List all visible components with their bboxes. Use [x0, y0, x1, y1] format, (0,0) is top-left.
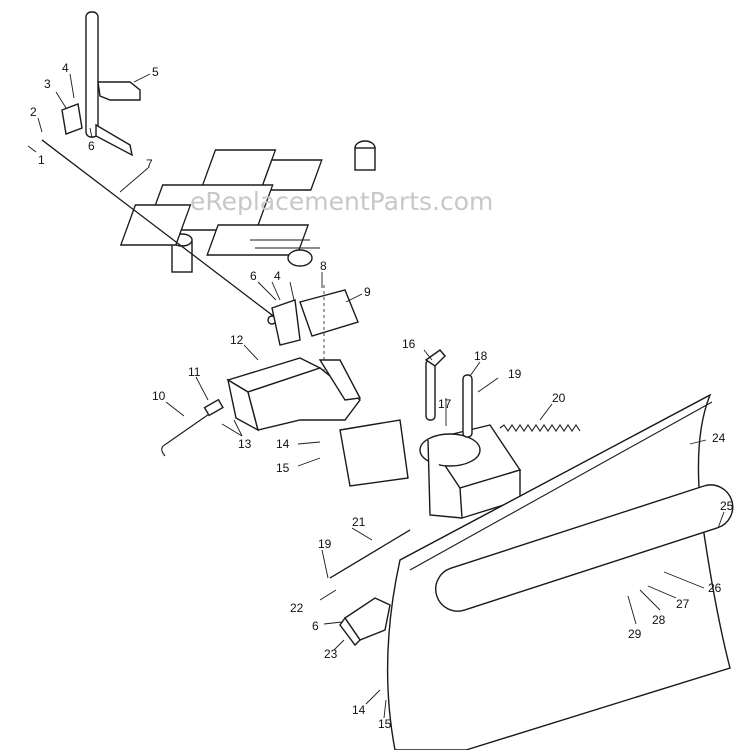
callout-15: 15: [378, 717, 392, 731]
callout-6: 6: [250, 269, 257, 283]
callout-25: 25: [720, 499, 734, 513]
callout-14: 14: [276, 437, 290, 451]
callout-20: 20: [552, 391, 566, 405]
hinge-rod: [329, 529, 411, 579]
push-frame: [226, 357, 409, 487]
callout-4: 4: [274, 269, 281, 283]
leader-lines: [27, 73, 725, 719]
callout-7: 7: [146, 157, 153, 171]
callout-13: 13: [238, 437, 252, 451]
lift-lever: [61, 11, 141, 157]
callout-3: 3: [44, 77, 51, 91]
callout-22: 22: [290, 601, 304, 615]
callout-16: 16: [402, 337, 416, 351]
callout-27: 27: [676, 597, 690, 611]
plow-blade: [386, 393, 734, 750]
callout-21: 21: [352, 515, 366, 529]
callout-6: 6: [88, 139, 95, 153]
callout-15: 15: [276, 461, 290, 475]
callout-11: 11: [188, 365, 201, 379]
callout-6: 6: [312, 619, 319, 633]
callout-8: 8: [320, 259, 327, 273]
pivot-plate: [419, 349, 522, 519]
callout-9: 9: [364, 285, 371, 299]
callout-17: 17: [438, 397, 452, 411]
callout-19: 19: [318, 537, 332, 551]
callout-23: 23: [324, 647, 338, 661]
callout-14: 14: [352, 703, 366, 717]
callout-18: 18: [474, 349, 488, 363]
hinge-bracket: [339, 597, 391, 647]
spring: [499, 424, 581, 432]
callout-12: 12: [230, 333, 244, 347]
callout-26: 26: [708, 581, 722, 595]
callout-1: 1: [38, 153, 45, 167]
callout-4: 4: [62, 61, 69, 75]
watermark-text: eReplacementParts.com: [190, 187, 493, 216]
callout-29: 29: [628, 627, 642, 641]
mount-bracket: [271, 285, 359, 420]
callout-24: 24: [712, 431, 726, 445]
callout-28: 28: [652, 613, 666, 627]
callout-19: 19: [508, 367, 522, 381]
tractor-frame: [119, 140, 376, 273]
pin-and-clip: [161, 398, 224, 457]
callout-2: 2: [30, 105, 37, 119]
callout-5: 5: [152, 65, 159, 79]
callout-10: 10: [152, 389, 166, 403]
